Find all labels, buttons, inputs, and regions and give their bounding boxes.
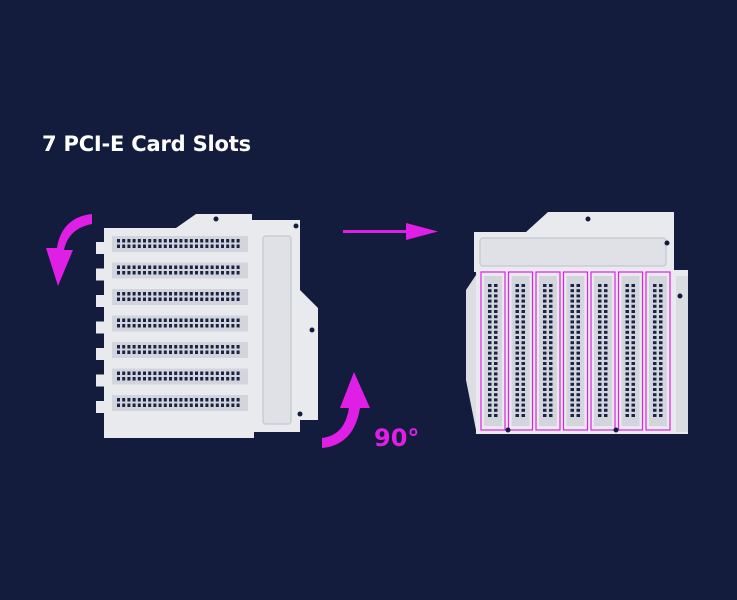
slot-highlight <box>590 271 616 431</box>
bracket-tooth <box>96 348 106 360</box>
slot-highlight <box>480 271 506 431</box>
horizontal-slot <box>112 236 248 252</box>
vertical-slot <box>590 271 616 431</box>
horizontal-slot <box>112 342 248 358</box>
vertical-slot <box>535 271 561 431</box>
bracket-tooth <box>96 321 106 334</box>
horizontal-slot <box>112 395 248 411</box>
bracket-tooth <box>96 242 106 254</box>
slot-highlight <box>507 271 534 431</box>
bracket-tooth <box>96 374 106 387</box>
vertical-slots <box>480 271 671 431</box>
vertical-slot <box>617 271 644 431</box>
bracket-teeth <box>96 242 106 413</box>
horizontal-slot <box>112 262 248 279</box>
curved-arrow-up-icon <box>322 372 370 448</box>
vertical-slot <box>507 271 534 431</box>
vertical-slot <box>645 271 671 431</box>
vertical-slot <box>562 271 589 431</box>
slot-highlight <box>562 271 589 431</box>
bracket-tooth <box>96 295 106 307</box>
horizontal-slot <box>112 289 248 305</box>
slot-highlight <box>617 271 644 431</box>
slot-highlight <box>535 271 561 431</box>
horizontal-slot <box>112 315 248 332</box>
horizontal-slots <box>112 236 248 411</box>
bracket-tooth <box>96 401 106 413</box>
horizontal-bracket <box>96 214 318 438</box>
vertical-slot <box>480 271 506 431</box>
rotation-angle-label: 90° <box>374 424 420 452</box>
arrow-right-icon <box>343 223 438 240</box>
vertical-bracket <box>466 212 688 434</box>
slot-highlight <box>645 271 671 431</box>
curved-arrow-down-icon <box>46 214 92 286</box>
horizontal-slot <box>112 368 248 385</box>
page-title: 7 PCI-E Card Slots <box>42 132 251 156</box>
bracket-tooth <box>96 268 106 281</box>
